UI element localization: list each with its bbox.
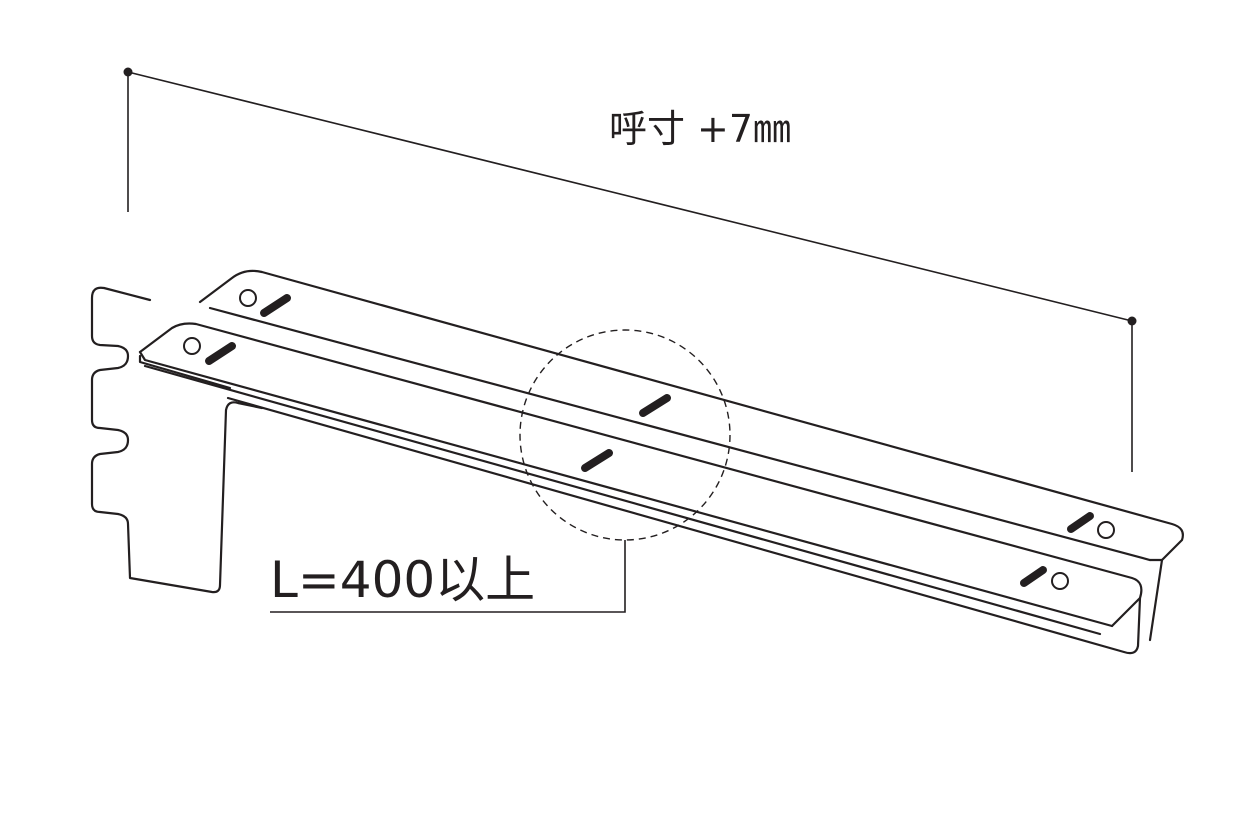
bracket-rear-rail [198,269,1184,642]
screw-hole [239,289,257,307]
bracket-back-plate [90,286,264,594]
leader-line [270,540,626,613]
screw-hole [183,337,201,355]
screw-hole [1051,572,1069,590]
bracket-front-rail [138,322,1143,655]
dimension-line [123,67,1137,472]
length-label: L=400以上 [270,551,535,609]
detail-circle [519,329,731,541]
dimension-label: 呼寸 +7㎜ [609,107,791,151]
slots [205,294,1094,587]
screw-hole [1097,521,1115,539]
